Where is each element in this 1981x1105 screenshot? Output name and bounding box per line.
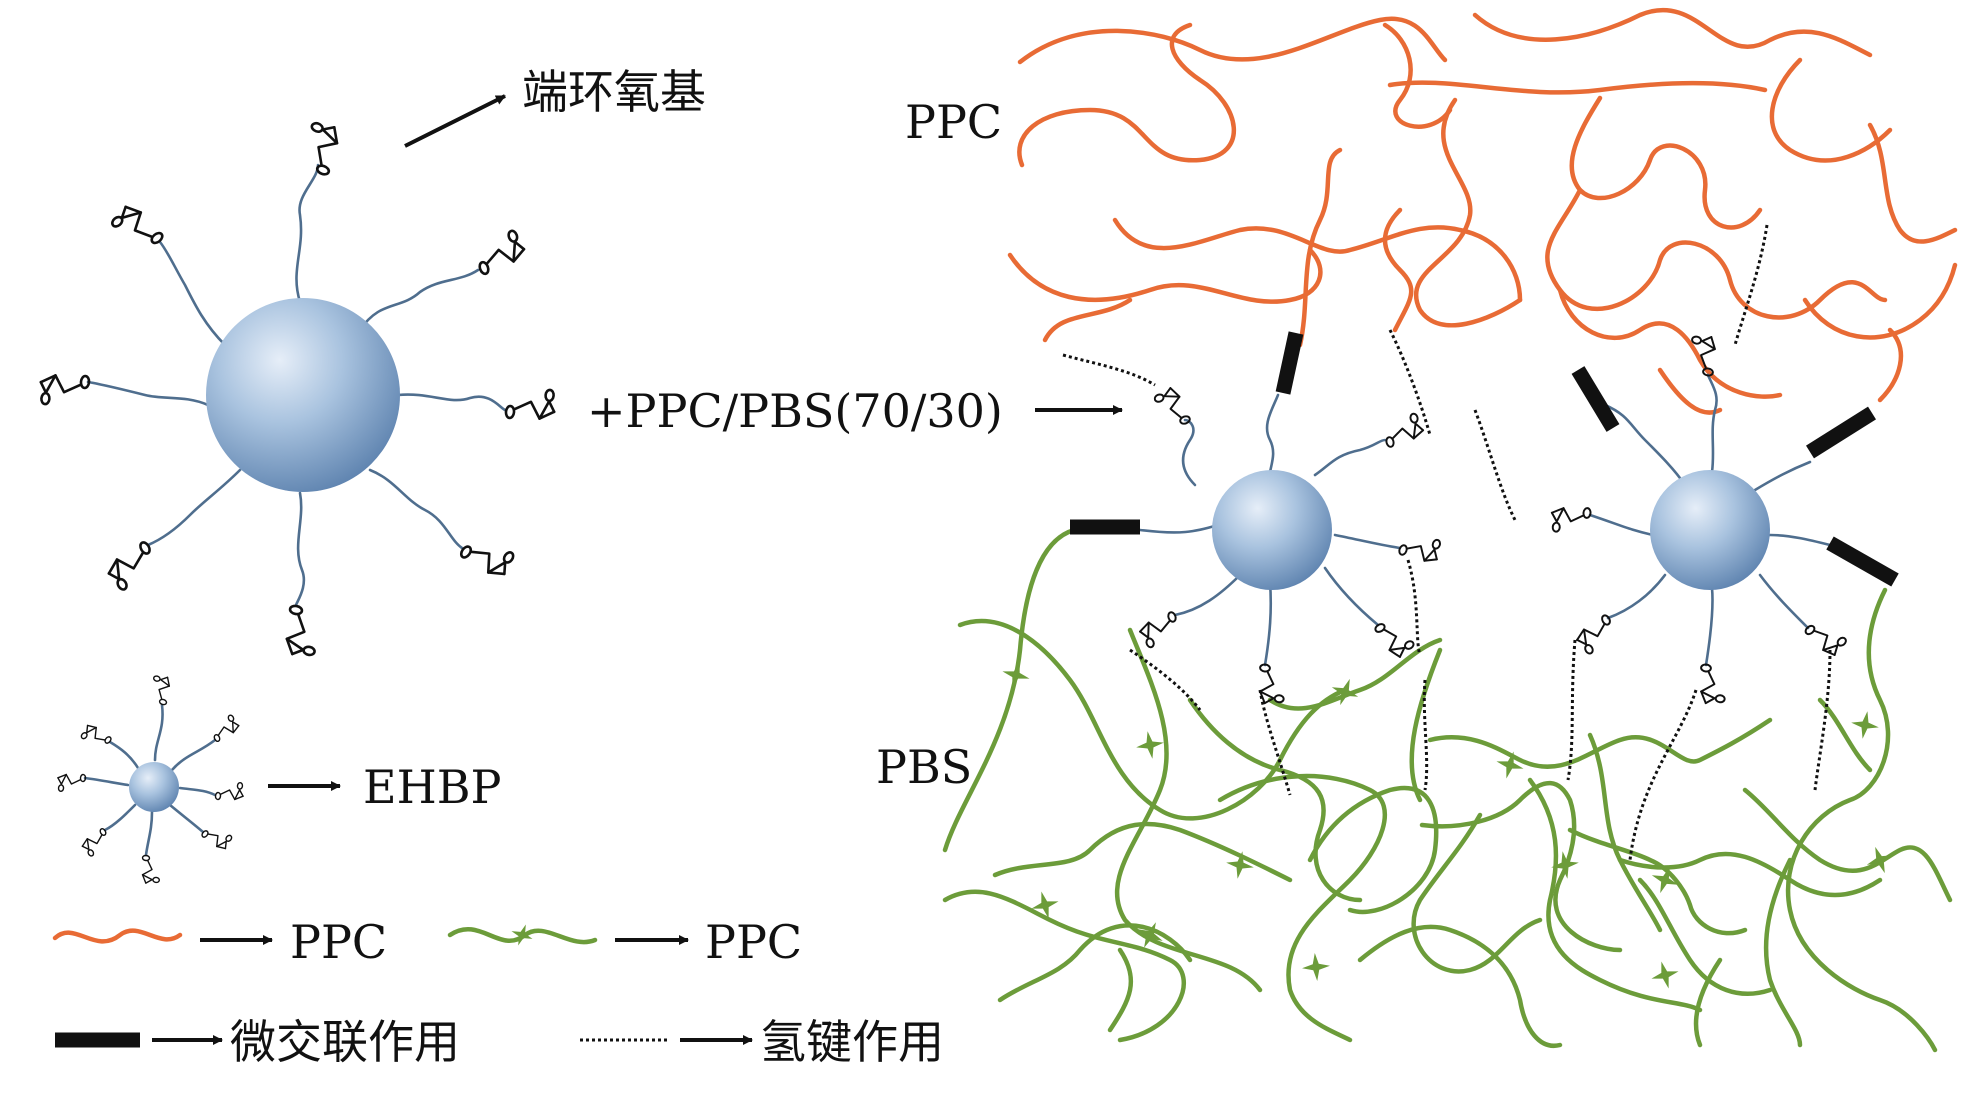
ehbp-blend-molecule-1 — [1136, 384, 1445, 706]
ehbp-arms — [86, 163, 507, 607]
crosslink-bar — [1806, 406, 1876, 459]
crosslink-bar — [1826, 536, 1899, 587]
ehbp-blend-sphere-2 — [1650, 470, 1770, 590]
ehbp-small-molecule — [56, 673, 245, 885]
legend-green-label: PPC — [705, 915, 802, 969]
legend: PPC PPC 微交联作用 氢键作用 — [52, 915, 944, 1069]
epoxy-pointer-arrow — [404, 94, 506, 148]
ehbp-core-sphere — [206, 298, 400, 492]
legend-orange-label: PPC — [290, 915, 387, 969]
ehbp-large-molecule — [37, 118, 558, 660]
legend-crosslink-label: 微交联作用 — [230, 1015, 460, 1069]
pbs-chains — [942, 527, 1953, 1053]
pbs-label: PBS — [876, 740, 972, 794]
hydrogen-bonds — [1062, 224, 1832, 861]
terminal-epoxy-label: 端环氧基 — [522, 65, 706, 119]
crosslink-bar — [1571, 366, 1620, 432]
crosslink-bar — [1275, 331, 1304, 395]
ehbp-label: EHBP — [363, 760, 501, 814]
blend-label: +PPC/PBS(70/30) — [587, 384, 1003, 438]
ppc-label: PPC — [905, 95, 1002, 149]
ehbp-blend-molecule-2 — [1549, 332, 1850, 706]
legend-orange-chain — [52, 928, 183, 944]
ppc-chains — [1007, 7, 1958, 415]
ehbp-blend-sphere-1 — [1212, 470, 1332, 590]
legend-hbond-label: 氢键作用 — [760, 1015, 944, 1069]
ehbp-small-sphere — [129, 762, 179, 812]
